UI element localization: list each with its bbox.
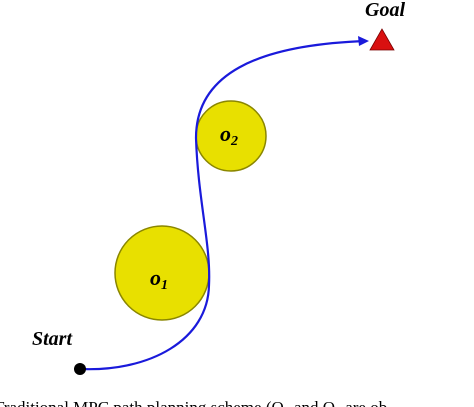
obstacle-o2-label-sub: 2 (230, 134, 238, 149)
planned-path (79, 39, 367, 371)
obstacle-o2-label: o2 (220, 121, 238, 149)
obstacle-o1-label: o1 (150, 265, 168, 293)
obstacle-o1-label-sub: 1 (161, 278, 168, 293)
figure-caption: Traditional MPC path planning scheme (O₁… (0, 398, 387, 407)
start-marker-icon (74, 363, 86, 375)
obstacle-o2-label-base: o (220, 121, 231, 146)
goal-label: Goal (365, 0, 405, 21)
goal-marker-icon (369, 28, 395, 51)
obstacle-o1-circle (114, 225, 210, 321)
obstacle-o1-label-base: o (150, 265, 161, 290)
path-arrowhead-icon (358, 36, 369, 46)
start-label: Start (32, 328, 73, 350)
